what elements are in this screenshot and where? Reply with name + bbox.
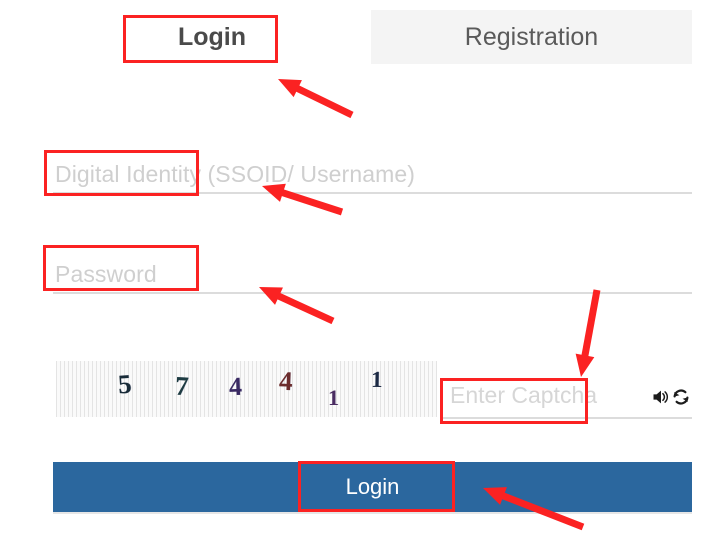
captcha-digit: 4 bbox=[278, 365, 294, 397]
tab-login[interactable]: Login bbox=[53, 10, 371, 64]
captcha-input[interactable]: Enter Captcha bbox=[443, 361, 692, 419]
captcha-digit: 1 bbox=[328, 385, 339, 410]
speaker-icon[interactable] bbox=[651, 387, 671, 411]
refresh-icon[interactable] bbox=[671, 387, 691, 411]
password-field[interactable]: Password bbox=[53, 252, 692, 294]
login-button-underline bbox=[53, 512, 692, 514]
login-button[interactable]: Login bbox=[53, 462, 692, 512]
captcha-image: 5 7 4 4 1 1 bbox=[56, 361, 437, 417]
annotation-arrow-login-tab bbox=[278, 79, 354, 119]
tab-registration[interactable]: Registration bbox=[371, 10, 692, 64]
captcha-placeholder: Enter Captcha bbox=[450, 382, 598, 408]
captcha-digit: 7 bbox=[174, 370, 190, 402]
tab-strip: Login Registration bbox=[0, 10, 723, 66]
identity-placeholder: Digital Identity (SSOID/ Username) bbox=[55, 161, 416, 187]
captcha-digit: 1 bbox=[370, 366, 383, 393]
password-placeholder: Password bbox=[55, 261, 157, 287]
captcha-digit: 5 bbox=[116, 368, 133, 400]
identity-field[interactable]: Digital Identity (SSOID/ Username) bbox=[53, 152, 692, 194]
captcha-row: 5 7 4 4 1 1 Enter Captcha bbox=[53, 361, 692, 419]
captcha-digit: 4 bbox=[228, 371, 243, 402]
